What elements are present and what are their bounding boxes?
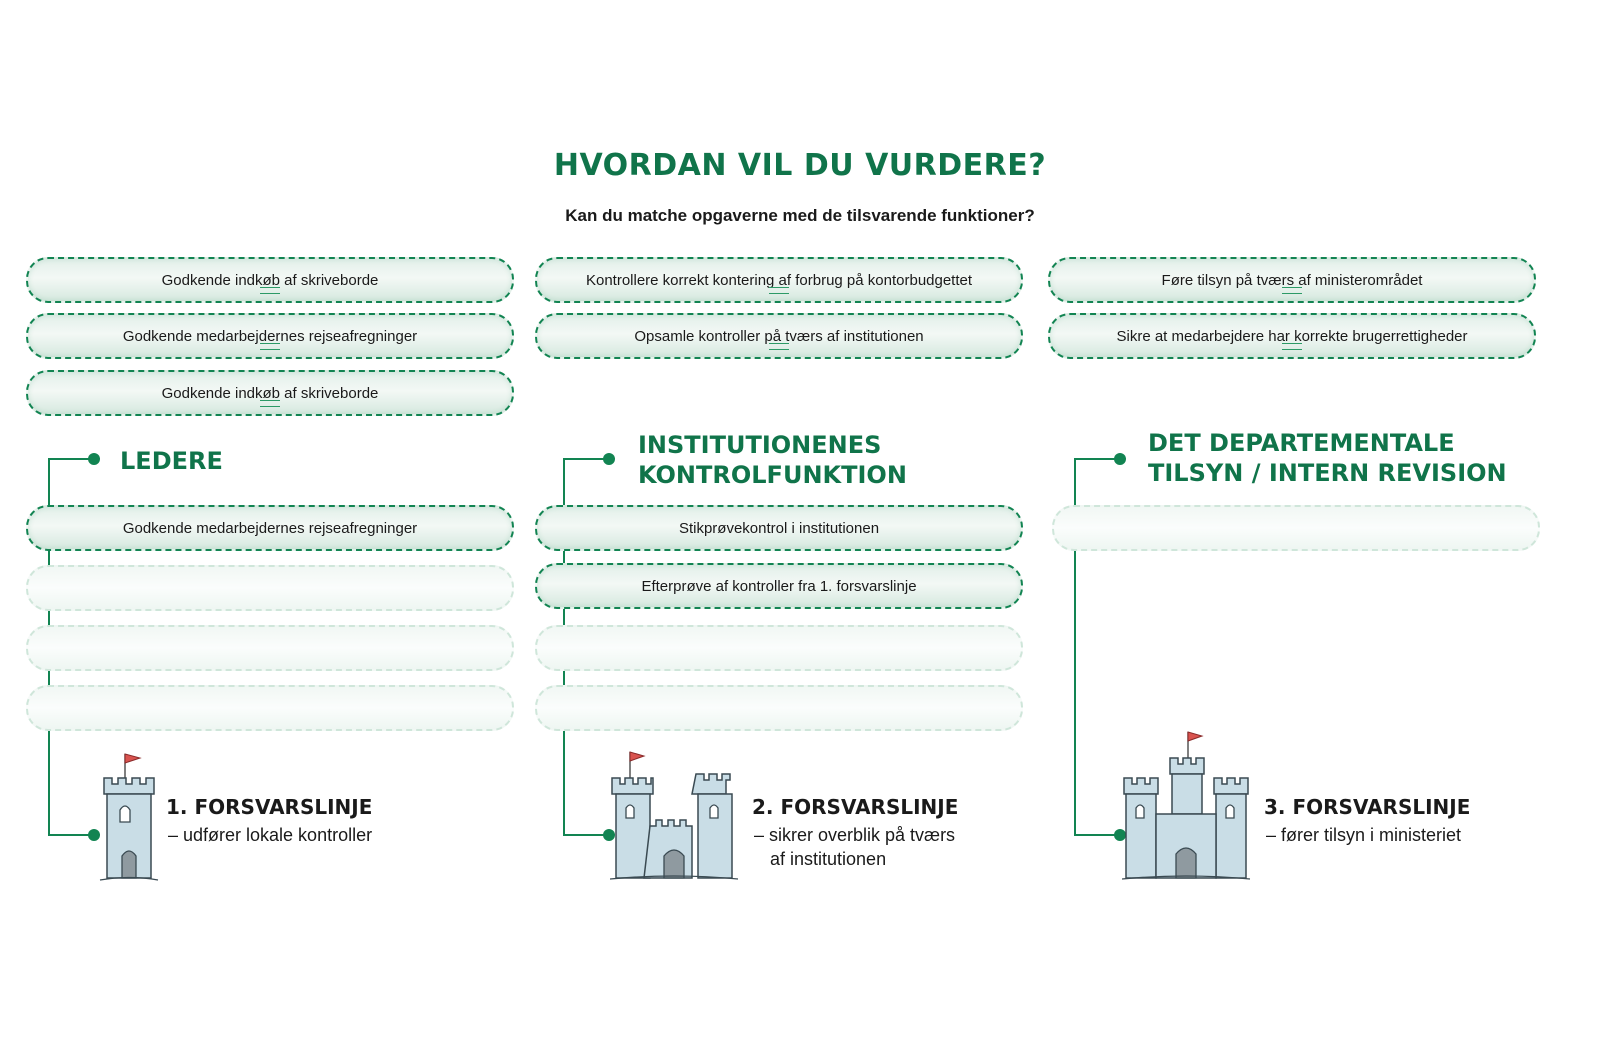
- connector-line: [48, 834, 92, 836]
- task-card[interactable]: Godkende indkøb af skriveborde: [26, 257, 514, 303]
- line-title-3: 3. FORSVARSLINJE: [1264, 795, 1471, 819]
- slot-label: Godkende medarbejdernes rejseafregninger: [122, 519, 418, 537]
- connector-dot: [603, 453, 615, 465]
- drag-handle-icon: [260, 287, 280, 294]
- task-card-label: Føre tilsyn på tværs af ministerområdet: [1161, 271, 1423, 289]
- task-card[interactable]: Sikre at medarbejdere har korrekte bruge…: [1048, 313, 1536, 359]
- drop-slot[interactable]: [1052, 505, 1540, 551]
- connector-line: [1074, 834, 1118, 836]
- drag-handle-icon: [260, 400, 280, 407]
- drag-handle-icon: [769, 287, 789, 294]
- column-heading-ledere: LEDERE: [120, 447, 223, 475]
- task-card-label: Kontrollere korrekt kontering af forbrug…: [585, 271, 973, 289]
- column-heading-institutionenes-kontrolfunktion: INSTITUTIONENES KONTROLFUNKTION: [638, 431, 907, 489]
- task-card[interactable]: Godkende indkøb af skriveborde: [26, 370, 514, 416]
- line-title-1: 1. FORSVARSLINJE: [166, 795, 373, 819]
- task-card-label: Opsamle kontroller på tværs af instituti…: [634, 327, 924, 345]
- page-title: HVORDAN VIL DU VURDERE?: [553, 148, 1047, 183]
- column-heading-departementale-tilsyn: DET DEPARTEMENTALE TILSYN / INTERN REVIS…: [1148, 429, 1507, 487]
- connector-dot: [603, 829, 615, 841]
- drag-handle-icon: [769, 343, 789, 350]
- castle-single-tower-icon: [99, 753, 159, 881]
- drag-handle-icon: [260, 343, 280, 350]
- task-card[interactable]: Føre tilsyn på tværs af ministerområdet: [1048, 257, 1536, 303]
- castle-three-tower-icon: [1122, 731, 1251, 880]
- line-desc-2: – sikrer overblik på tværs af institutio…: [754, 825, 956, 869]
- line-desc-3: – fører tilsyn i ministeriet: [1266, 825, 1462, 845]
- connector-dot: [88, 829, 100, 841]
- connector-dot: [1114, 829, 1126, 841]
- drop-slot[interactable]: Stikprøvekontrol i institutionen: [535, 505, 1023, 551]
- page-subtitle: Kan du matche opgaverne med de tilsvaren…: [565, 206, 1035, 225]
- task-card-label: Godkende medarbejdernes rejseafregninger: [122, 327, 418, 345]
- line-desc-1: – udfører lokale kontroller: [168, 825, 373, 845]
- connector-line: [48, 458, 92, 460]
- connector-dot: [88, 453, 100, 465]
- connector-line: [563, 834, 607, 836]
- task-card-label: Godkende indkøb af skriveborde: [161, 384, 379, 402]
- drop-slot[interactable]: [535, 685, 1023, 731]
- task-card-label: Sikre at medarbejdere har korrekte bruge…: [1116, 327, 1468, 345]
- connector-line: [1074, 458, 1118, 460]
- drop-slot[interactable]: [26, 565, 514, 611]
- drop-slot[interactable]: [26, 625, 514, 671]
- task-card-label: Godkende indkøb af skriveborde: [161, 271, 379, 289]
- connector-line: [1074, 458, 1076, 836]
- line-title-2: 2. FORSVARSLINJE: [752, 795, 959, 819]
- connector-line: [563, 458, 607, 460]
- drag-handle-icon: [1282, 343, 1302, 350]
- drop-slot[interactable]: [535, 625, 1023, 671]
- drag-handle-icon: [1282, 287, 1302, 294]
- task-card[interactable]: Opsamle kontroller på tværs af instituti…: [535, 313, 1023, 359]
- task-card[interactable]: Kontrollere korrekt kontering af forbrug…: [535, 257, 1023, 303]
- drop-slot[interactable]: [26, 685, 514, 731]
- drop-slot[interactable]: Efterprøve af kontroller fra 1. forsvars…: [535, 563, 1023, 609]
- castle-two-tower-icon: [610, 751, 739, 880]
- slot-label: Stikprøvekontrol i institutionen: [678, 519, 880, 537]
- slot-label: Efterprøve af kontroller fra 1. forsvars…: [641, 577, 917, 595]
- connector-dot: [1114, 453, 1126, 465]
- task-card[interactable]: Godkende medarbejdernes rejseafregninger: [26, 313, 514, 359]
- drop-slot[interactable]: Godkende medarbejdernes rejseafregninger: [26, 505, 514, 551]
